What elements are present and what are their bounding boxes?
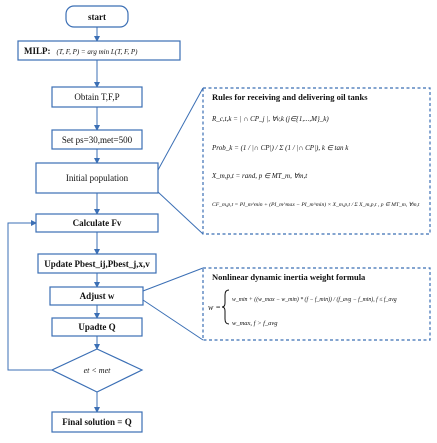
update-box: Update Pbest_ij,Pbest_j,x,v	[37, 253, 157, 274]
rules-eq2: Prob_k = (1 / |∩ CP|) / Σ (1 / |∩ CP|), …	[211, 144, 349, 152]
inertia-case1: w_min + ((w_max − w_min) * (f − f_min)) …	[232, 296, 397, 303]
milp-formula: (T, F, P) = arg min L(T, F, P)	[57, 48, 139, 56]
set-params-box: Set ps=30,met=500	[51, 129, 143, 150]
final-box: Final solution = Q	[51, 411, 143, 433]
set-params-label: Set ps=30,met=500	[62, 135, 133, 145]
rules-eq1: R_c,t,k = | ∩ CP_j |, ∀v,k (j∈{1,...,M}_…	[211, 115, 329, 123]
inertia-w-symbol: w =	[208, 303, 221, 312]
decision-node: et < met	[50, 348, 144, 393]
update-q-box: Upadte Q	[51, 317, 143, 337]
adjust-box: Adjust w	[49, 286, 144, 306]
flow-connectors	[7, 27, 100, 413]
inertia-panel: Nonlinear dynamic inertia weight formula…	[202, 267, 431, 341]
initial-population-label: Initial population	[66, 173, 129, 183]
inertia-case2: w_max, f > f_avg	[232, 320, 278, 327]
adjust-label: Adjust w	[80, 291, 115, 301]
milp-box: MILP: (T, F, P) = arg min L(T, F, P)	[17, 40, 181, 61]
panel-leader-lines	[142, 87, 204, 341]
milp-label: MILP:	[24, 46, 51, 56]
start-label: start	[88, 12, 106, 22]
svg-text:MILP: (T, F, P) = arg mi: MILP: (T, F, P) = arg min L(T, F, P)	[24, 41, 138, 58]
calculate-box: Calculate Fv	[35, 213, 159, 233]
rules-eq4: CF_m,p,t = PI_m^min + (PI_m^max − PI_m^m…	[212, 201, 420, 208]
initial-population-box: Initial population	[35, 162, 159, 194]
start-node: start	[65, 5, 129, 28]
obtain-label: Obtain T,F,P	[74, 92, 119, 102]
obtain-box: Obtain T,F,P	[51, 86, 143, 108]
update-label: Update Pbest_ij,Pbest_j,x,v	[44, 259, 150, 269]
update-q-label: Upadte Q	[78, 322, 115, 332]
rules-eq3: X_m,p,t = rand, p ∈ MT_m, ∀m,t	[211, 172, 308, 180]
rules-title: Rules for receiving and delivering oil t…	[212, 92, 368, 102]
decision-label: et < met	[84, 366, 112, 375]
calculate-label: Calculate Fv	[73, 218, 122, 228]
inertia-title: Nonlinear dynamic inertia weight formula	[212, 272, 366, 282]
final-label: Final solution = Q	[62, 417, 131, 427]
rules-panel: Rules for receiving and delivering oil t…	[202, 87, 431, 235]
